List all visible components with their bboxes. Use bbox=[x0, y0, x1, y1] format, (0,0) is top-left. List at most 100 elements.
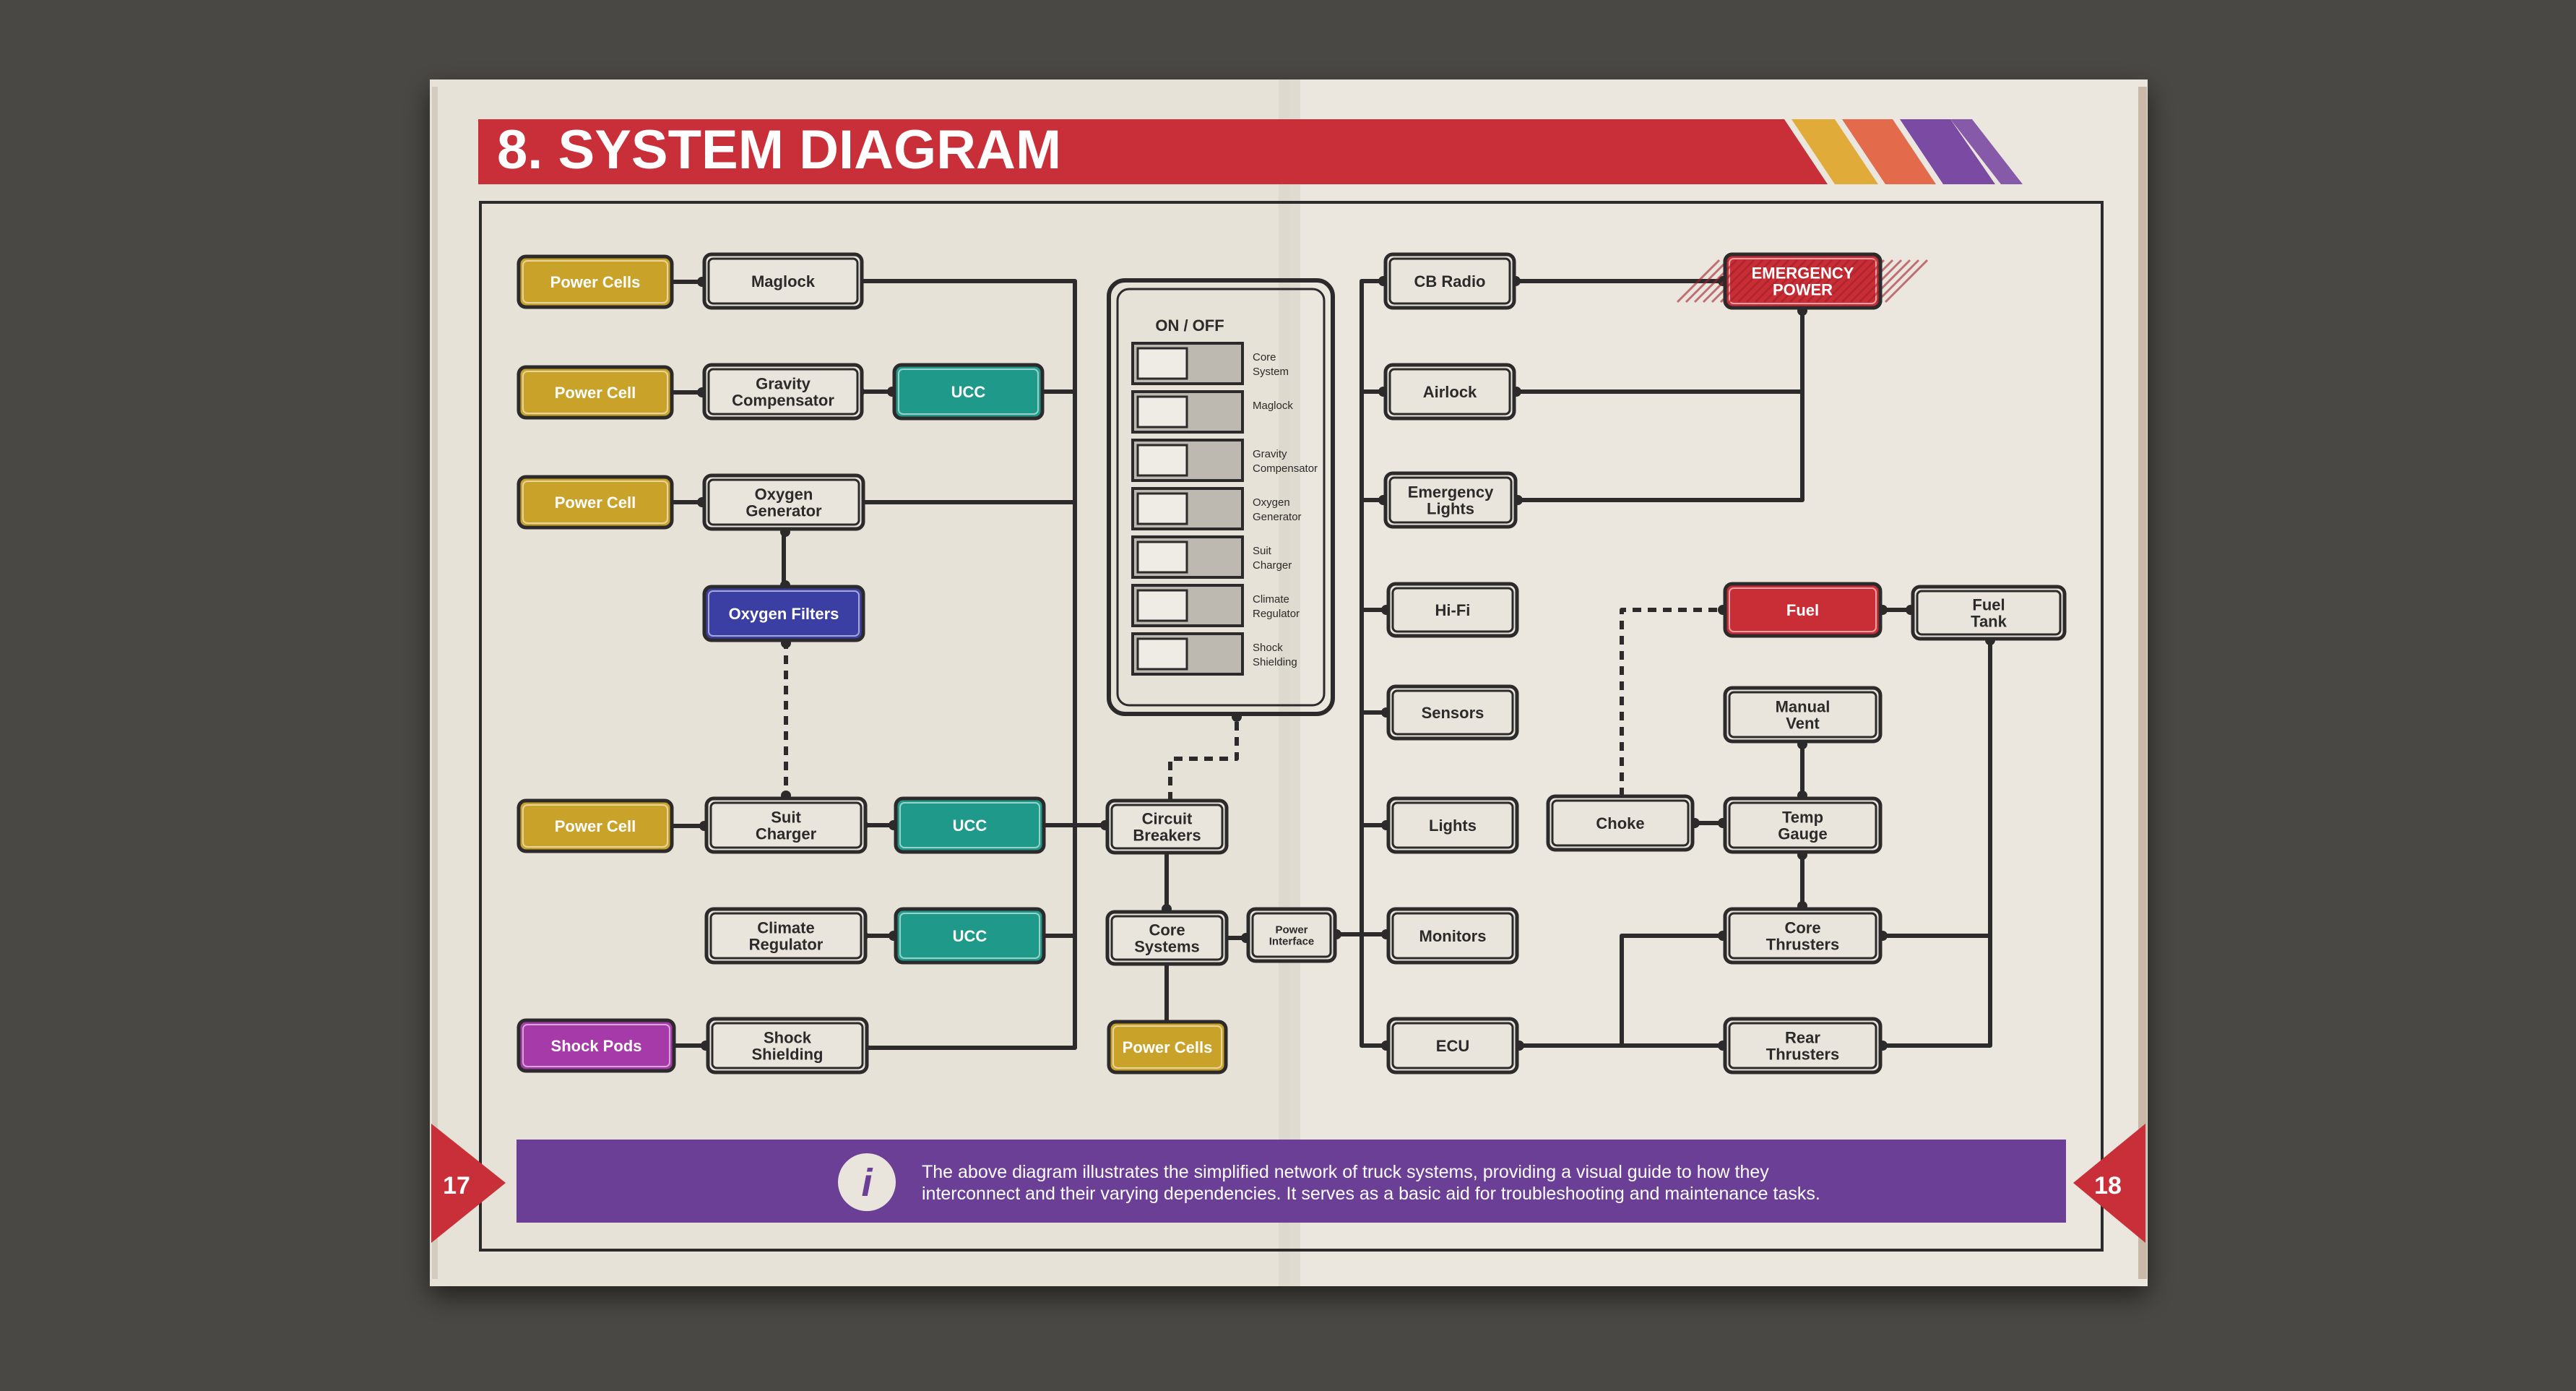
node-label: Airlock bbox=[1423, 383, 1477, 401]
node-label: Shock bbox=[764, 1028, 812, 1046]
connector-38 bbox=[1880, 639, 1992, 1048]
node-label: UCC bbox=[953, 927, 987, 945]
page-number-left: 17 bbox=[443, 1172, 470, 1200]
switch-2[interactable]: Maglock bbox=[1131, 390, 1293, 434]
node-label: UCC bbox=[951, 383, 986, 401]
switch-label: Shielding bbox=[1253, 656, 1297, 668]
info-text-line-2: interconnect and their varying dependenc… bbox=[922, 1184, 1820, 1204]
svg-text:i: i bbox=[861, 1161, 873, 1205]
node-label: Thrusters bbox=[1766, 1045, 1839, 1063]
on-off-panel: ON / OFF CoreSystemMaglockGravityCompens… bbox=[1107, 278, 1335, 716]
switch-label: System bbox=[1253, 366, 1289, 378]
node-power-cell-2[interactable]: Power Cell bbox=[517, 475, 674, 530]
node-label: Shock Pods bbox=[551, 1037, 642, 1055]
switch-label: Suit bbox=[1253, 545, 1272, 557]
panel-heading: ON / OFF bbox=[1155, 316, 1224, 335]
node-label: Choke bbox=[1596, 814, 1644, 832]
node-ecu[interactable]: ECU bbox=[1386, 1017, 1519, 1075]
node-shock-pods[interactable]: Shock Pods bbox=[517, 1018, 676, 1073]
node-label: Lights bbox=[1427, 499, 1474, 517]
node-label: Core bbox=[1149, 921, 1185, 939]
node-label: Interface bbox=[1269, 935, 1315, 947]
node-power-cells-bottom[interactable]: Power Cells bbox=[1107, 1020, 1228, 1075]
node-label: Shielding bbox=[752, 1045, 824, 1063]
node-hi-fi[interactable]: Hi-Fi bbox=[1386, 582, 1519, 638]
node-maglock[interactable]: Maglock bbox=[702, 252, 864, 310]
node-choke[interactable]: Choke bbox=[1546, 794, 1695, 852]
node-monitors[interactable]: Monitors bbox=[1386, 907, 1519, 965]
connector-20 bbox=[1168, 714, 1239, 801]
page-corner-left bbox=[431, 1124, 506, 1243]
node-label: Breakers bbox=[1133, 826, 1201, 844]
node-label: CB Radio bbox=[1414, 272, 1486, 290]
node-label: Monitors bbox=[1419, 927, 1487, 945]
node-label: Lights bbox=[1429, 817, 1477, 835]
connector-2 bbox=[862, 279, 1077, 1050]
node-ucc-2[interactable]: UCC bbox=[894, 796, 1046, 854]
node-label: Power Cell bbox=[555, 494, 636, 512]
switch-label: Core bbox=[1253, 351, 1276, 363]
node-label: Power Cells bbox=[1123, 1038, 1213, 1056]
node-label: Climate bbox=[757, 918, 814, 936]
node-label: Charger bbox=[756, 824, 817, 843]
node-ucc-3[interactable]: UCC bbox=[894, 907, 1046, 965]
node-fuel[interactable]: Fuel bbox=[1723, 582, 1883, 638]
page-number-right: 18 bbox=[2094, 1172, 2122, 1200]
connector-32 bbox=[1620, 608, 1725, 796]
node-label: Maglock bbox=[751, 272, 816, 290]
node-label: Power Cells bbox=[550, 273, 641, 291]
node-label: POWER bbox=[1773, 280, 1833, 298]
connector-lines bbox=[672, 279, 1992, 1050]
node-sensors[interactable]: Sensors bbox=[1386, 684, 1519, 741]
node-lights[interactable]: Lights bbox=[1386, 796, 1519, 854]
node-label: Gravity bbox=[756, 374, 811, 392]
connector-29 bbox=[1516, 308, 1805, 502]
node-label: Temp bbox=[1782, 808, 1823, 826]
node-label: Generator bbox=[745, 501, 822, 520]
node-label: Suit bbox=[771, 808, 801, 826]
page-corner-right bbox=[2073, 1124, 2145, 1243]
switch-label: Regulator bbox=[1253, 608, 1300, 620]
node-label: Regulator bbox=[749, 935, 824, 953]
page-title: 8. SYSTEM DIAGRAM bbox=[497, 119, 1061, 181]
node-power-cells-top[interactable]: Power Cells bbox=[517, 254, 674, 309]
header-band: 8. SYSTEM DIAGRAM bbox=[478, 119, 2023, 184]
node-label: Oxygen Filters bbox=[729, 605, 839, 623]
node-label: Hi-Fi bbox=[1435, 601, 1471, 619]
node-power-cell-3[interactable]: Power Cell bbox=[517, 798, 674, 853]
node-power-cell-1[interactable]: Power Cell bbox=[517, 365, 674, 420]
node-label: Vent bbox=[1786, 714, 1820, 732]
diagram-frame bbox=[479, 201, 2104, 1252]
node-ucc-1[interactable]: UCC bbox=[892, 363, 1045, 421]
switch-label: Climate bbox=[1253, 593, 1289, 606]
node-oxygen-filters[interactable]: Oxygen Filters bbox=[702, 585, 865, 642]
node-airlock[interactable]: Airlock bbox=[1383, 363, 1516, 421]
node-label: Power bbox=[1275, 923, 1308, 936]
connector-37 bbox=[1620, 934, 1725, 1046]
node-label: Sensors bbox=[1422, 704, 1484, 722]
switch-label: Charger bbox=[1253, 559, 1292, 572]
node-label: Manual bbox=[1776, 697, 1831, 715]
node-cb-radio[interactable]: CB Radio bbox=[1383, 252, 1516, 310]
